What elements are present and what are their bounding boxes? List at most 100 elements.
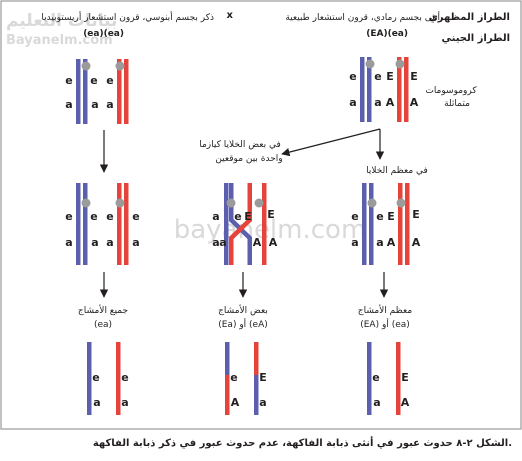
chromosome-red <box>396 342 401 415</box>
chromosome-red <box>254 342 259 375</box>
centromere <box>115 198 125 208</box>
allele-A: A <box>410 96 419 109</box>
allele-A: A <box>386 96 395 109</box>
chromatid <box>360 57 365 122</box>
homologous-label-line2: متماثلة <box>444 99 470 109</box>
allele-A: A <box>401 396 410 409</box>
allele-A: A <box>387 236 396 249</box>
allele-a: a <box>374 96 381 109</box>
crossover-label-line2: واحدة بين موقعين <box>215 154 282 164</box>
allele-e: e <box>121 371 128 384</box>
chromatid <box>124 183 129 265</box>
allele-e: e <box>106 210 113 223</box>
allele-a: a <box>91 236 98 249</box>
allele-a: a <box>219 236 226 249</box>
allele-a: a <box>373 396 380 409</box>
chromatid <box>367 57 372 122</box>
chromatid <box>362 183 367 265</box>
chromatid <box>117 59 122 124</box>
allele-E: E <box>387 210 395 223</box>
figure-caption: الشكل ٢-٨ حدوث عبور في أنثى ذبابة الفاكه… <box>93 436 512 449</box>
recombinant-gametes: e E A a <box>225 342 267 415</box>
watermark-center: bayanelm.com <box>174 215 367 245</box>
allele-a: a <box>93 396 100 409</box>
chromosome-red <box>116 342 121 415</box>
centromere <box>226 198 236 208</box>
figure-frame <box>0 0 522 430</box>
allele-a: a <box>212 236 219 249</box>
homologous-label-line1: كروموسومات <box>425 86 477 96</box>
crossed-chromatid-red <box>229 183 252 265</box>
gamete-labels: جميع الأمشاج (ea) بعض الأمشاج (Ea) أو (e… <box>78 304 412 330</box>
allele-A: A <box>412 236 421 249</box>
chromosome-blue <box>87 342 92 415</box>
some-gametes-label: بعض الأمشاج <box>218 304 268 316</box>
centromere <box>395 59 405 69</box>
chromosome-blue <box>254 375 259 415</box>
allele-E: E <box>259 371 267 384</box>
allele-e: e <box>374 70 381 83</box>
allele-a: a <box>65 236 72 249</box>
genotype-label: الطراز الجيني <box>442 33 510 44</box>
chromatid <box>83 59 88 124</box>
allele-a: a <box>65 98 72 111</box>
allele-e: e <box>234 210 241 223</box>
watermark-brand-ar: بيانات التعليم <box>6 11 117 31</box>
allele-A: A <box>269 236 278 249</box>
chromatid <box>262 183 267 265</box>
crossover-tetrad: a e E E a a A A <box>212 183 278 265</box>
allele-a: a <box>132 236 139 249</box>
allele-a: a <box>106 98 113 111</box>
allele-e: e <box>349 70 356 83</box>
chromatid <box>76 183 81 265</box>
female-genotype: (EA)(ea) <box>366 29 408 39</box>
allele-a: a <box>349 96 356 109</box>
allele-e: e <box>90 210 97 223</box>
allele-e: e <box>65 74 72 87</box>
chromatid <box>224 183 229 265</box>
female-parent-chromosomes: e e E E a a A A <box>349 57 419 122</box>
male-parent-chromosomes: e e e a a a <box>65 59 129 124</box>
crossed-chromatid-blue <box>229 183 252 265</box>
header: الطراز المظهري الطراز الجيني أنثى بجسم ر… <box>41 10 510 44</box>
chromatid <box>76 59 81 124</box>
chromosome-red <box>225 375 230 415</box>
female-description: أنثى بجسم رمادي، قرون استشعار طبيعية <box>285 11 440 23</box>
allele-a: a <box>212 210 219 223</box>
side-labels: كروموسومات متماثلة في بعض الخلايا كيازما… <box>199 86 477 176</box>
allele-e: e <box>90 74 97 87</box>
allele-e: e <box>132 210 139 223</box>
male-gametes-genotype: (ea) <box>94 320 112 330</box>
chromatid <box>398 183 403 265</box>
male-genotype: (ea)(ea) <box>83 29 124 39</box>
allele-a: a <box>351 236 358 249</box>
crossover-label-line1: في بعض الخلايا كيازما <box>199 140 281 150</box>
allele-a: a <box>106 236 113 249</box>
allele-E: E <box>401 371 409 384</box>
allele-e: e <box>230 371 237 384</box>
male-gametes-label: جميع الأمشاج <box>78 304 128 316</box>
chromatid <box>404 57 409 122</box>
allele-a: a <box>121 396 128 409</box>
allele-e: e <box>92 371 99 384</box>
arrows <box>99 128 389 298</box>
allele-e: e <box>372 371 379 384</box>
chromatid <box>117 183 122 265</box>
parental-gametes: e E a A <box>367 342 410 415</box>
chromosome-blue <box>367 342 372 415</box>
phenotype-label: الطراز المظهري <box>429 12 510 23</box>
allele-E: E <box>267 208 275 221</box>
allele-A: A <box>231 396 240 409</box>
chromatid <box>83 183 88 265</box>
centromere <box>81 61 91 71</box>
allele-e: e <box>351 210 358 223</box>
arrow-female-crossover <box>281 128 381 157</box>
centromere <box>396 198 406 208</box>
some-gametes-genotype: (Ea) أو (eA) <box>218 318 268 330</box>
chromatid <box>397 57 402 122</box>
watermark-brand-en: Bayanelm.com <box>6 33 113 48</box>
allele-a: a <box>376 236 383 249</box>
no-crossover-tetrad: e e E E a a A A <box>351 183 421 265</box>
male-tetrad: e e e e a a a a <box>65 183 140 265</box>
centromere <box>367 198 377 208</box>
